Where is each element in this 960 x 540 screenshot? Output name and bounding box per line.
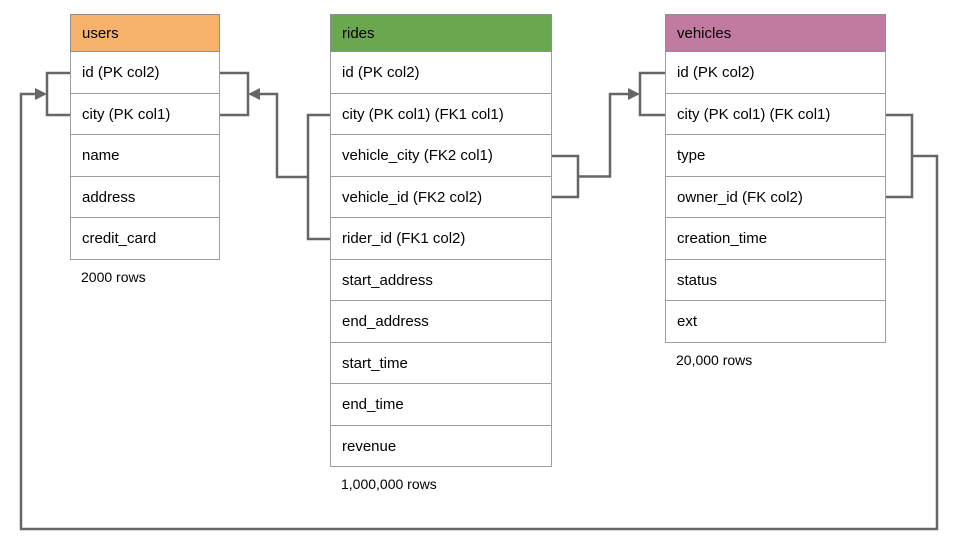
table-column-row: end_time [330, 384, 552, 426]
table-column-row: type [665, 135, 886, 177]
fk2-vehicles-bracket [638, 71, 665, 117]
table-column-row: rider_id (FK1 col2) [330, 218, 552, 260]
fk1-rides-bracket [306, 113, 330, 241]
table-column-row: id (PK col2) [665, 52, 886, 94]
table-vehicles-columns: id (PK col2)city (PK col1) (FK col1)type… [665, 52, 886, 343]
fk1-link-line [256, 92, 308, 179]
fk1-arrowhead-icon [248, 88, 260, 100]
table-users-rowcount: 2000 rows [81, 268, 146, 285]
table-column-row: city (PK col1) [70, 93, 220, 135]
table-vehicles: vehicles id (PK col2)city (PK col1) (FK … [665, 14, 886, 368]
fk1-users-bracket [220, 71, 250, 117]
table-column-row: vehicle_id (FK2 col2) [330, 176, 552, 218]
table-column-row: id (PK col2) [70, 52, 220, 94]
table-column-row: city (PK col1) (FK1 col1) [330, 93, 552, 135]
table-column-row: address [70, 176, 220, 218]
table-column-row: vehicle_city (FK2 col1) [330, 135, 552, 177]
table-rides-rowcount: 1,000,000 rows [341, 476, 437, 492]
table-vehicles-rowcount: 20,000 rows [676, 351, 753, 368]
table-column-row: name [70, 135, 220, 177]
table-column-row: start_time [330, 342, 552, 384]
table-column-row: city (PK col1) (FK col1) [665, 93, 886, 135]
table-column-row: status [665, 259, 886, 301]
fk2-rides-bracket [552, 154, 580, 199]
table-rides: rides id (PK col2)city (PK col1) (FK1 co… [330, 14, 552, 492]
table-rides-columns: id (PK col2)city (PK col1) (FK1 col1)veh… [330, 52, 552, 467]
table-column-row: end_address [330, 301, 552, 343]
table-users-header: users [70, 14, 220, 52]
fk3-users-bracket [45, 71, 70, 117]
fk2-link-line [578, 92, 632, 178]
fk3-arrowhead-icon [35, 88, 47, 100]
table-column-row: start_address [330, 259, 552, 301]
fk3-vehicles-bracket [886, 113, 914, 199]
fk3-link-line [19, 92, 939, 531]
table-column-row: id (PK col2) [330, 52, 552, 94]
table-vehicles-header: vehicles [665, 14, 886, 52]
table-column-row: credit_card [70, 218, 220, 260]
table-column-row: creation_time [665, 218, 886, 260]
table-column-row: ext [665, 301, 886, 343]
table-column-row: revenue [330, 425, 552, 467]
table-column-row: owner_id (FK col2) [665, 176, 886, 218]
fk2-arrowhead-icon [628, 88, 640, 100]
table-rides-header: rides [330, 14, 552, 52]
